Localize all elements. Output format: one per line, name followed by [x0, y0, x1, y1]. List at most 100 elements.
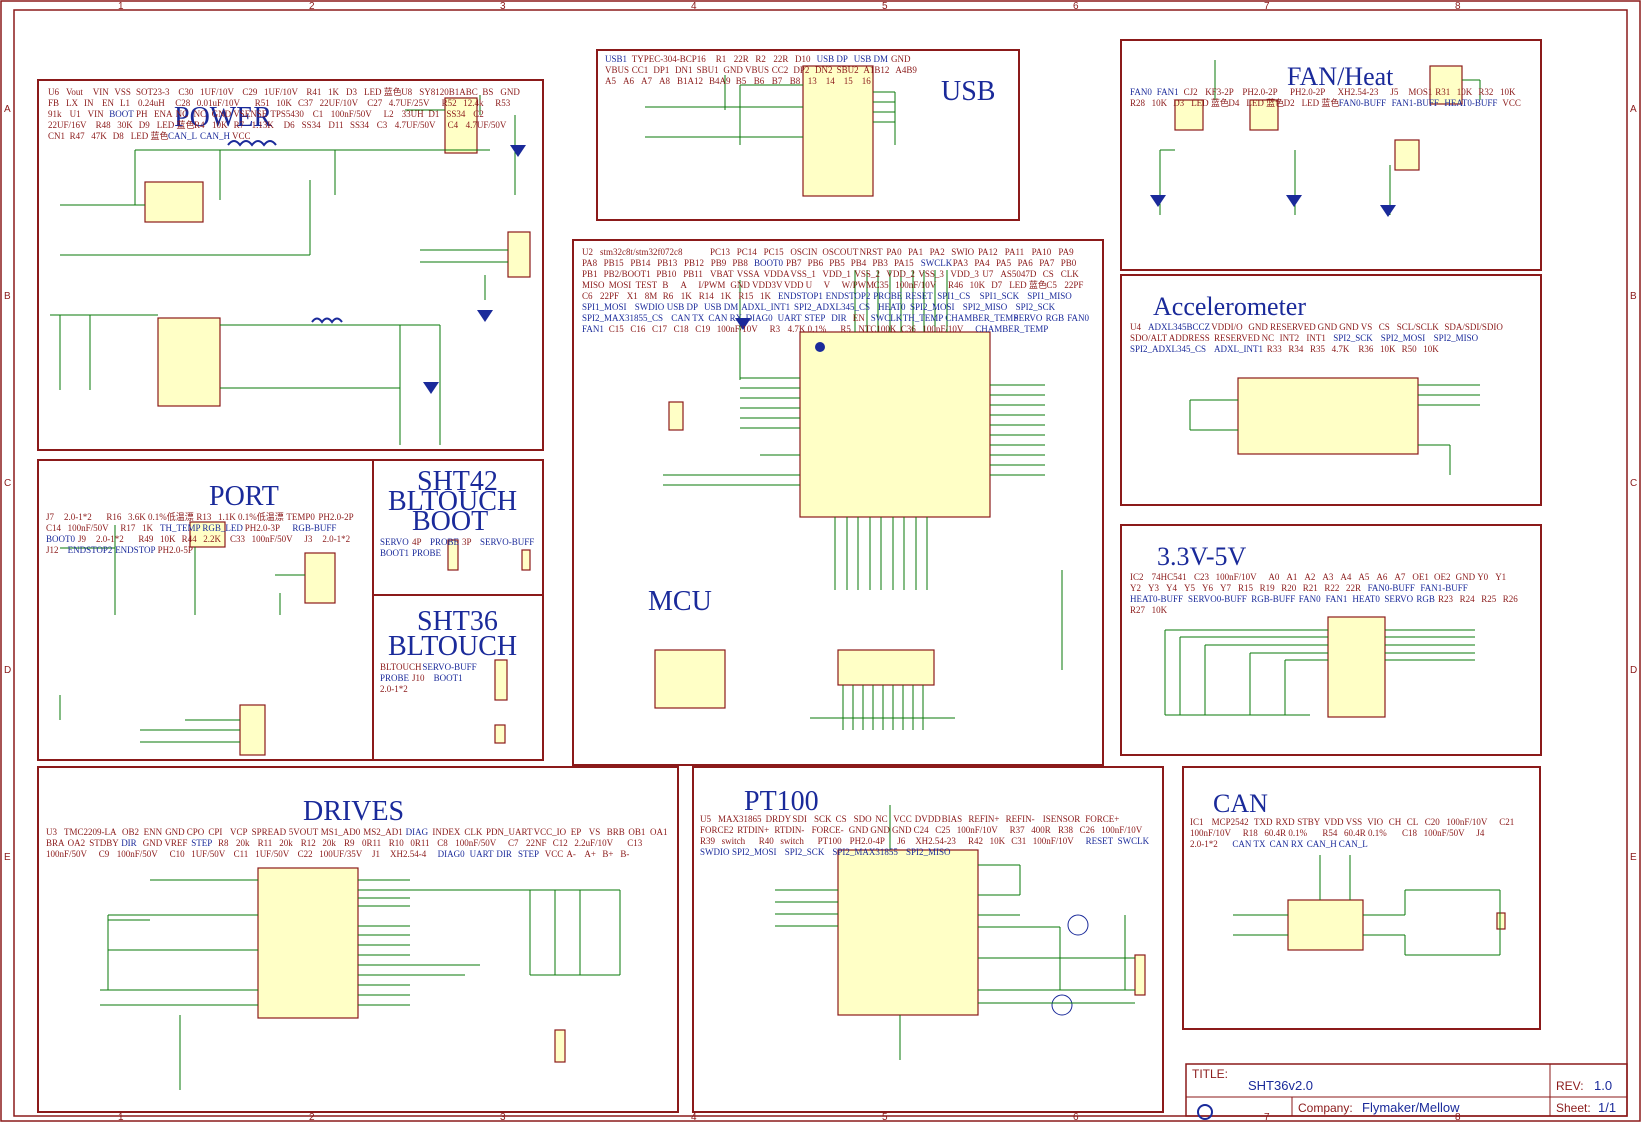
- power-part-label: D8: [113, 131, 124, 141]
- can-wires: [1233, 855, 1501, 956]
- port-part-label: 1K: [142, 523, 154, 533]
- v33-5-part-label: R15: [1238, 583, 1254, 593]
- grid-col-label: 1: [118, 1112, 124, 1122]
- servo-connector: [447, 539, 459, 571]
- port-part-label: 2.0-1*2: [64, 512, 92, 522]
- power-part-label: VSENSE: [233, 109, 268, 119]
- power-part-label: SS34: [350, 120, 370, 130]
- accelerometer-part-label: RESERVED: [1214, 333, 1260, 343]
- accelerometer-part-label: GND: [1248, 322, 1268, 332]
- power-part-label: L2: [384, 109, 394, 119]
- accelerometer-part-label: ADXL345BCCZ: [1148, 322, 1210, 332]
- v33-5-part-label: R27: [1130, 605, 1146, 615]
- accelerometer-part-label: SPI2_MISO: [1434, 333, 1479, 343]
- drives-part-label: 2.2uF/10V: [574, 838, 613, 848]
- accelerometer-part-label: RESERVED: [1270, 322, 1316, 332]
- pt100-part-label: SWDIO: [700, 847, 730, 857]
- d7-led-icon: [735, 318, 751, 330]
- drives-part-label: C11: [234, 849, 249, 859]
- mcu-part-label: D7: [991, 280, 1002, 290]
- power-part-label: 0.24uH: [138, 98, 165, 108]
- drives-part-label: DIR: [496, 849, 512, 859]
- port-part-label: 1.1K 0.1%低温漂: [218, 511, 284, 522]
- v33-5-part-label: 22R: [1346, 583, 1361, 593]
- accelerometer-part-label: SPI2_SCK: [1333, 333, 1373, 343]
- usb-title: USB: [941, 76, 995, 107]
- v33-5-part-label: R19: [1260, 583, 1276, 593]
- mcu-part-label: PB13: [657, 258, 678, 268]
- mcu-part-label: R5: [840, 324, 851, 334]
- mcu-part-label: R14: [699, 291, 715, 301]
- mcu-part-label: VDDA: [764, 269, 790, 279]
- power-part-label: C29: [242, 87, 258, 97]
- grid-row-label: B: [4, 291, 11, 302]
- mcu-part-label: TEST: [636, 280, 658, 290]
- fan0-connector: [1174, 99, 1204, 131]
- accelerometer-part-label: 4.7K: [1332, 344, 1350, 354]
- rgb-led-connector: [304, 552, 336, 604]
- v33-5-part-label: R26: [1503, 594, 1519, 604]
- sht36-part-label: SERVO-BUFF: [422, 662, 476, 672]
- mcu-part-label: CAN RX: [708, 313, 742, 323]
- mcu-part-label: PC13: [710, 247, 731, 257]
- v33-5-part-label: R23: [1438, 594, 1454, 604]
- power-part-label: R4: [194, 120, 205, 130]
- sht36-title-2: BLTOUCH: [388, 631, 517, 662]
- mcu-part-label: PB9: [711, 258, 727, 268]
- mcu-part-label: PA10: [1032, 247, 1052, 257]
- mcu-part-label: U: [806, 280, 813, 290]
- title-block: TITLE: SHT36v2.0 REV: 1.0 Company: Flyma…: [1185, 1063, 1628, 1120]
- mcu-part-label: PC15: [764, 247, 785, 257]
- mcu-part-label: LED 蓝色: [1009, 279, 1047, 290]
- fan-heat-part-label: FAN0-BUFF: [1339, 98, 1386, 108]
- grid-row-label: C: [4, 478, 11, 489]
- can-part-label: CAN_L: [1339, 839, 1368, 849]
- r39-switch-icon: [1067, 914, 1089, 936]
- v33-5-part-label: A2: [1304, 572, 1315, 582]
- grid-col-label: 7: [1264, 1112, 1270, 1122]
- can-part-label: C20: [1425, 817, 1441, 827]
- power-part-label: VCC: [232, 131, 251, 141]
- port-part-label: PH2.0-5P: [158, 545, 193, 555]
- port-part-label: 2.0-1*2: [322, 534, 350, 544]
- v33-5-part-label: Y1: [1495, 572, 1506, 582]
- power-part-label: R52: [442, 98, 457, 108]
- mcu-part-label: SPI1_CS: [937, 291, 970, 301]
- power-part-label: D11: [328, 120, 343, 130]
- drives-part-label: 5VOUT: [289, 827, 319, 837]
- mcu-part-label: VSSA: [737, 269, 761, 279]
- mcu-part-label: R15: [738, 291, 754, 301]
- sht42-title-3: BOOT: [412, 506, 488, 537]
- v33-5-part-label: Y0: [1477, 572, 1488, 582]
- pt100-part-label: GND: [849, 825, 869, 835]
- j1-connector: [554, 1029, 566, 1063]
- drives-part-label: EP: [571, 827, 582, 837]
- grid-col-label: 6: [1073, 1112, 1079, 1122]
- mcu-part-label: 1K: [760, 291, 772, 301]
- grid-col-label: 8: [1455, 1, 1461, 12]
- usb-part-label: CC2: [772, 65, 789, 75]
- drives-part-label: B+: [602, 849, 613, 859]
- mcu-part-label: SPI2_MAX31855_CS: [582, 313, 663, 323]
- can-part-label: 60.4R 0.1%: [1264, 828, 1307, 838]
- pt100-part-label: BIAS: [942, 814, 963, 824]
- mcu-part-label: ENDSTOP1: [778, 291, 823, 301]
- accelerometer-part-label: ADXL_INT1: [1214, 344, 1263, 354]
- usb-part-label: GND: [723, 65, 743, 75]
- v33-5-part-label: Y7: [1220, 583, 1231, 593]
- mcu-part-label: MOSI: [609, 280, 632, 290]
- v33-5-part-label: FAN0-BUFF: [1368, 583, 1415, 593]
- sht42-part-label: SERVO-BUFF: [480, 537, 534, 547]
- drives-part-label: R11: [258, 838, 273, 848]
- pt100-part-label: VCC: [893, 814, 912, 824]
- j4-connector: [1496, 912, 1506, 930]
- pt100-part-label: R40: [759, 836, 775, 846]
- usb-box: [596, 49, 1020, 221]
- port-part-label: RGB-BUFF: [292, 523, 336, 533]
- port-part-label: 3.6K 0.1%低温漂: [128, 511, 194, 522]
- pt100-part-label: SCK: [814, 814, 832, 824]
- drives-part-label: MS1_AD0: [321, 827, 361, 837]
- power-part-label: 1K: [328, 87, 340, 97]
